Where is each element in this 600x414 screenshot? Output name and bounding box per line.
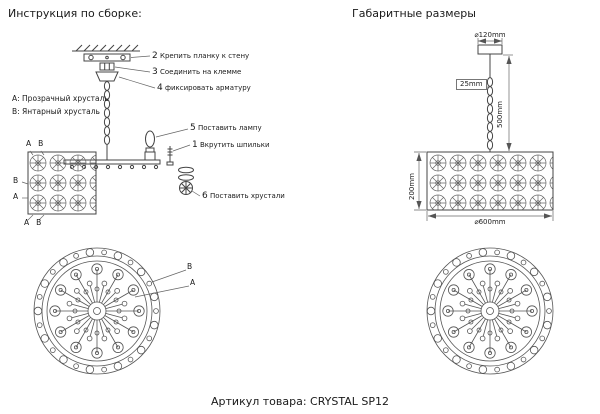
canopy-drawing-dim [477, 44, 503, 55]
step-1-number: 1 [192, 140, 198, 150]
article-footer: Артикул товара: CRYSTAL SP12 [211, 395, 389, 408]
marker-b-top: В [38, 139, 44, 148]
marker-a-top: А [26, 139, 32, 148]
dimensions-title: Габаритные размеры [352, 7, 476, 20]
ceiling-hatch-icon [75, 44, 139, 52]
canopy-drawing [95, 71, 119, 82]
dimension-drawing [414, 38, 554, 221]
step-5-text: Поставить лампу [197, 124, 262, 132]
crystal-disc-drawing [178, 166, 194, 174]
dim-chain-height: 500mm [496, 101, 504, 128]
bulb-drawing [145, 130, 155, 148]
step-5-number: 5 [190, 123, 196, 133]
shade-side-view [27, 151, 97, 215]
step-3-text: Соединить на клемме [159, 68, 242, 76]
assembly-diagram [63, 44, 194, 195]
step-3-number: 3 [152, 67, 158, 77]
marker-a-left: А [13, 192, 19, 201]
marker-a-topview: А [190, 278, 196, 287]
step-3-label: 3 Соединить на клемме [152, 67, 241, 77]
step-4-label: 4 фиксировать арматуру [157, 83, 251, 93]
terminal-block-drawing [99, 62, 115, 71]
dim-shade-height: 200mm [408, 173, 416, 200]
legend-crystal-amber: В: Янтарный хрусталь [12, 107, 100, 116]
dim-rod-length: 25mm [456, 79, 487, 91]
marker-a-bottom: А [24, 218, 30, 227]
step-4-number: 4 [157, 83, 163, 93]
step-2-label: 2 Крепить планку к стену [152, 51, 249, 61]
stud-drawing [167, 146, 173, 162]
step-1-text: Вкрутить шпильки [199, 141, 270, 149]
top-view-right [426, 247, 554, 375]
step-6-text: Поставить хрустали [209, 192, 285, 200]
step-6-label: 6 Поставить хрустали [202, 191, 285, 201]
top-view-left [33, 247, 161, 375]
legend-crystal-clear: А: Прозрачный хрусталь [12, 94, 109, 103]
shade-dim-view [426, 151, 554, 211]
step-6-number: 6 [202, 191, 208, 201]
assembly-title: Инструкция по сборке: [8, 7, 142, 20]
step-2-number: 2 [152, 51, 158, 61]
leader-lines [21, 55, 201, 298]
dim-canopy-diameter: ⌀120mm [474, 31, 506, 39]
dim-shade-diameter: ⌀600mm [474, 218, 506, 226]
mounting-plate-drawing [83, 53, 131, 62]
step-2-text: Крепить планку к стену [159, 52, 250, 60]
marker-b-left: В [13, 176, 19, 185]
step-5-label: 5 Поставить лампу [190, 123, 262, 133]
step-1-label: 1 Вкрутить шпильки [192, 140, 270, 150]
marker-b-bottom: В [36, 218, 42, 227]
marker-b-topview: В [187, 262, 193, 271]
step-4-text: фиксировать арматуру [164, 84, 251, 92]
